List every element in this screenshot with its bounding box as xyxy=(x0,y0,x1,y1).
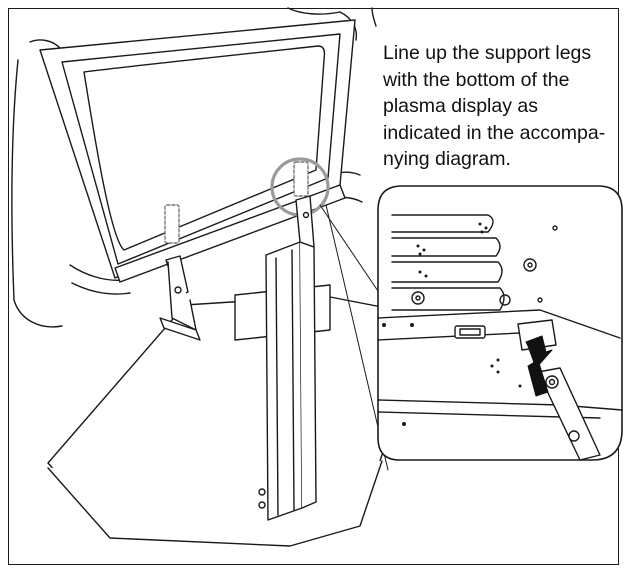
support-leg-right xyxy=(258,195,317,521)
instruction-line: indicated in the accompa- xyxy=(383,121,606,144)
instruction-line: plasma display as xyxy=(383,95,538,117)
stand-base-plate xyxy=(47,295,439,547)
instruction-text: Line up the support legs with the bottom… xyxy=(383,40,623,173)
dashed-tab-left xyxy=(164,204,180,244)
instruction-line: Line up the support legs xyxy=(383,42,592,64)
dashed-tab-right xyxy=(293,161,309,197)
instruction-line: nying diagram. xyxy=(383,148,511,170)
plasma-display-panel xyxy=(39,19,356,279)
inset-detail xyxy=(377,185,623,461)
support-leg-left xyxy=(159,255,201,341)
arrow-up-icon xyxy=(525,335,553,397)
instruction-line: with the bottom of the xyxy=(383,68,570,91)
